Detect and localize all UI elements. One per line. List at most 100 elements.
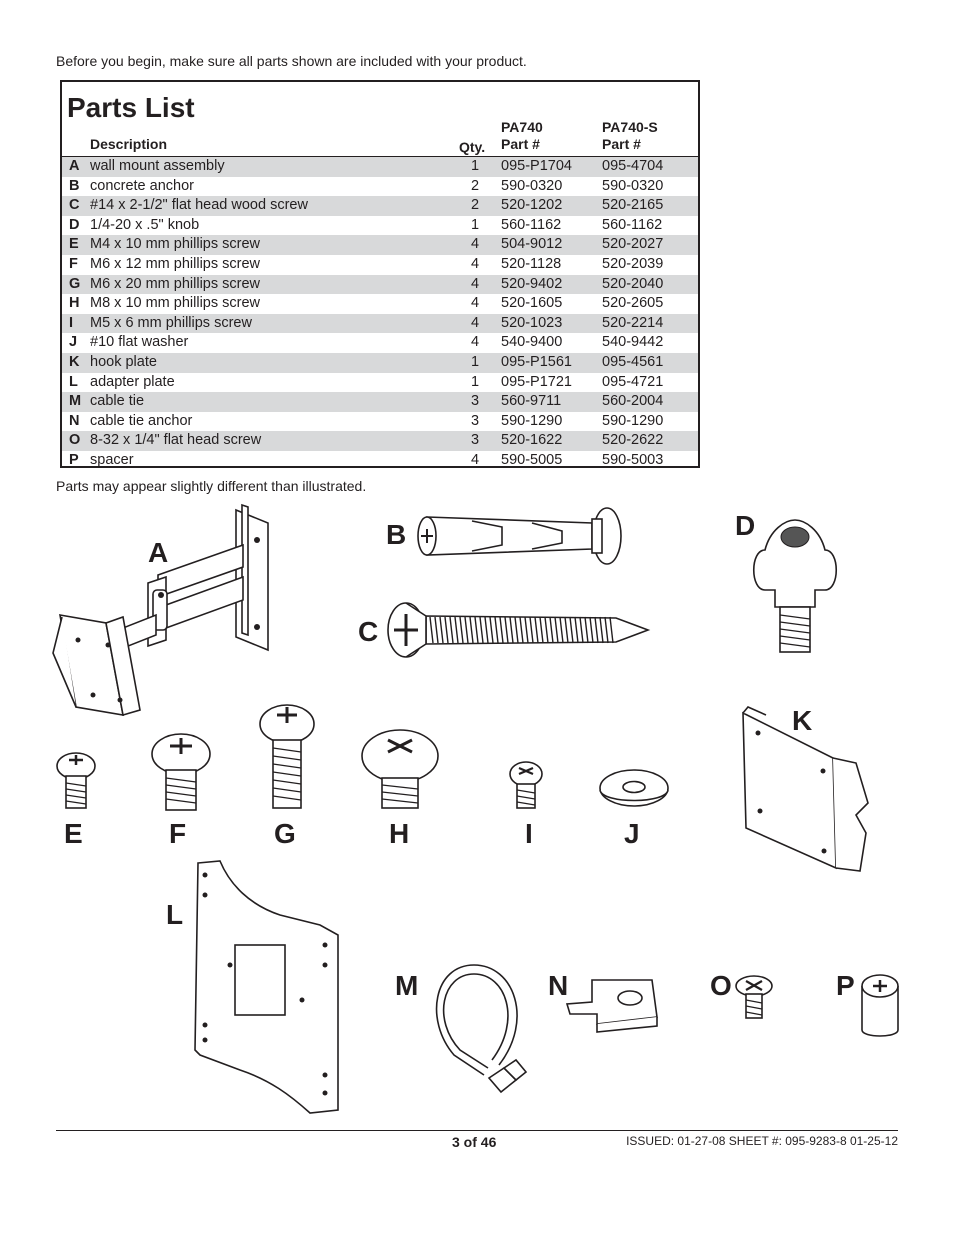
wall-mount-assembly-icon xyxy=(52,503,269,717)
header-qty: Qty. xyxy=(459,139,486,155)
part-qty: 4 xyxy=(471,295,480,312)
part-number-pa740: 560-1162 xyxy=(501,216,562,233)
part-qty: 3 xyxy=(471,393,480,410)
part-description: M8 x 10 mm phillips screw xyxy=(90,295,261,312)
part-letter: B xyxy=(69,177,80,194)
figure-label-j: J xyxy=(624,818,640,849)
part-description: adapter plate xyxy=(90,373,175,390)
part-description: cable tie anchor xyxy=(90,412,193,429)
part-letter: E xyxy=(69,236,79,253)
wood-screw-icon xyxy=(387,602,651,658)
part-number-pa740s: 095-4721 xyxy=(602,373,664,390)
part-number-pa740s: 095-4704 xyxy=(602,158,664,174)
figure-label-b: B xyxy=(386,519,407,550)
part-number-pa740s: 520-2214 xyxy=(602,314,664,331)
part-number-pa740s: 520-2027 xyxy=(602,236,664,253)
part-number-pa740: 520-1128 xyxy=(501,255,562,272)
part-number-pa740s: 560-1162 xyxy=(602,216,663,233)
figure-label-o: O xyxy=(710,970,732,1001)
part-description: wall mount assembly xyxy=(90,158,225,174)
figure-label-e: E xyxy=(64,818,83,849)
figure-label-i: I xyxy=(525,818,533,849)
part-letter: D xyxy=(69,216,80,233)
part-description: #10 flat washer xyxy=(90,334,189,351)
figure-label-a: A xyxy=(148,537,169,568)
part-qty: 1 xyxy=(471,353,480,370)
figure-label-c: C xyxy=(358,616,379,647)
figure-label-d: D xyxy=(735,510,756,541)
part-letter: N xyxy=(69,412,80,429)
m6-12-screw-icon xyxy=(151,733,211,811)
header-pa740s: PA740-S Part # xyxy=(602,119,658,153)
part-qty: 4 xyxy=(471,275,480,292)
part-qty: 1 xyxy=(471,373,480,390)
part-qty: 1 xyxy=(471,158,480,174)
header-pa740: PA740 Part # xyxy=(501,119,543,153)
m6-20-screw-icon xyxy=(259,704,315,809)
intro-text: Before you begin, make sure all parts sh… xyxy=(56,53,527,69)
part-number-pa740s: 590-5003 xyxy=(602,451,664,468)
part-letter: M xyxy=(69,393,82,410)
figure-label-g: G xyxy=(274,818,296,849)
part-number-pa740s: 560-2004 xyxy=(602,393,664,410)
part-letter: G xyxy=(69,275,81,292)
header-pa740s-part: Part # xyxy=(602,136,641,152)
part-number-pa740: 520-9402 xyxy=(501,275,563,292)
part-number-pa740: 560-9711 xyxy=(501,393,562,410)
part-number-pa740: 520-1622 xyxy=(501,432,563,449)
part-number-pa740s: 540-9442 xyxy=(602,334,664,351)
part-number-pa740: 520-1202 xyxy=(501,197,563,214)
part-qty: 4 xyxy=(471,236,480,253)
part-description: 8-32 x 1/4" flat head screw xyxy=(90,432,262,449)
part-letter: I xyxy=(69,314,74,331)
cable-tie-icon xyxy=(435,964,528,1094)
part-number-pa740: 095-P1561 xyxy=(501,353,572,370)
figure-label-p: P xyxy=(836,970,855,1001)
part-qty: 3 xyxy=(471,412,480,429)
part-description: 1/4-20 x .5" knob xyxy=(90,216,200,233)
part-letter: P xyxy=(69,451,79,468)
part-letter: C xyxy=(69,197,80,214)
part-number-pa740s: 520-2622 xyxy=(602,432,664,449)
part-number-pa740: 590-1290 xyxy=(501,412,563,429)
flat-head-screw-icon xyxy=(735,975,773,1019)
figure-label-f: F xyxy=(169,818,187,849)
part-letter: J xyxy=(69,334,78,351)
part-letter: F xyxy=(69,255,78,272)
part-number-pa740s: 590-0320 xyxy=(602,177,664,194)
part-qty: 2 xyxy=(471,177,480,194)
header-pa740s-model: PA740-S xyxy=(602,119,658,135)
m5-screw-icon xyxy=(509,761,543,809)
part-description: hook plate xyxy=(90,353,157,370)
part-number-pa740: 504-9012 xyxy=(501,236,563,253)
part-number-pa740: 095-P1704 xyxy=(501,158,572,174)
part-qty: 4 xyxy=(471,255,480,272)
m8-screw-icon xyxy=(361,729,439,809)
figure-label-k: K xyxy=(792,705,813,736)
part-number-pa740s: 520-2165 xyxy=(602,197,664,214)
part-description: M5 x 6 mm phillips screw xyxy=(90,314,252,331)
part-description: M6 x 20 mm phillips screw xyxy=(90,275,261,292)
issue-info: ISSUED: 01-27-08 SHEET #: 095-9283-8 01-… xyxy=(626,1134,898,1148)
part-description: #14 x 2-1/2" flat head wood screw xyxy=(90,197,308,214)
part-number-pa740s: 590-1290 xyxy=(602,412,664,429)
part-number-pa740: 520-1605 xyxy=(501,295,563,312)
footer-divider xyxy=(56,1130,898,1131)
part-letter: A xyxy=(69,158,80,174)
part-letter: O xyxy=(69,432,81,449)
page-number: 3 of 46 xyxy=(452,1134,497,1150)
part-qty: 4 xyxy=(471,451,480,468)
spacer-icon xyxy=(861,974,899,1037)
part-number-pa740s: 520-2605 xyxy=(602,295,664,312)
